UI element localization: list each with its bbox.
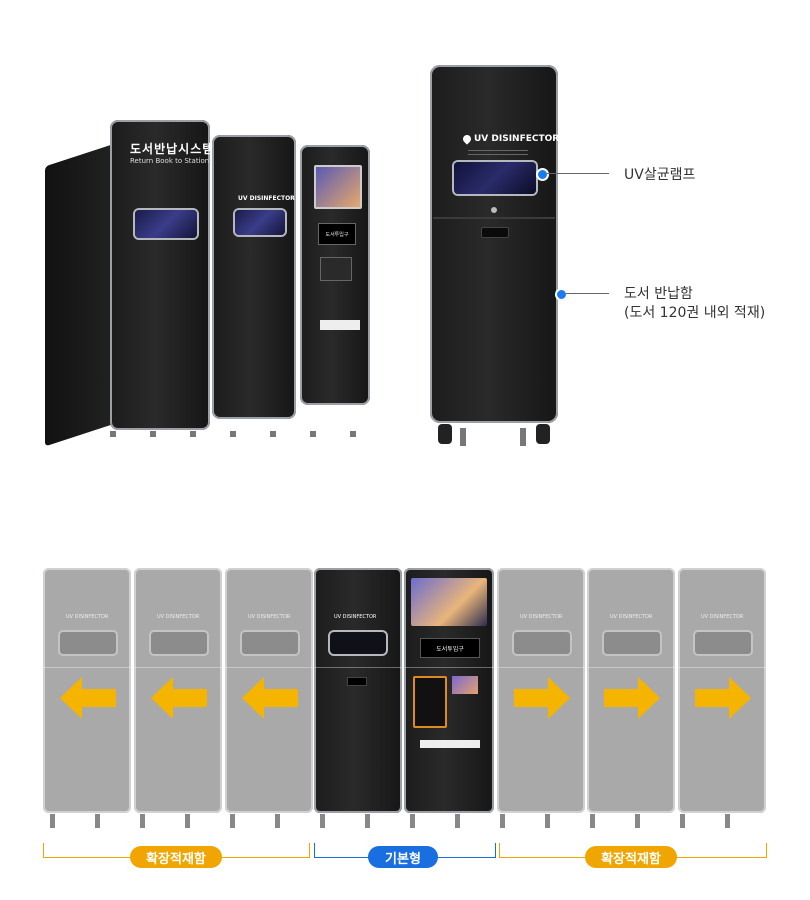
gray-window	[60, 632, 116, 654]
arrow-left-icon	[151, 677, 207, 719]
top-divider-line	[43, 667, 766, 668]
callout-line-return	[566, 293, 609, 294]
group-label-basic: 기본형	[368, 846, 438, 868]
unit-label: UV DISINFECTOR	[701, 614, 744, 620]
callout-dot-return	[555, 288, 568, 301]
kiosk-slot: 도서투입구	[420, 638, 480, 658]
return-station-sign: 도서반납시스템 Return Book to Station	[130, 142, 215, 165]
uv-window-1	[135, 210, 197, 238]
detail-handle	[481, 227, 509, 238]
unit-label: UV DISINFECTOR	[334, 614, 377, 620]
callout-label-capacity: (도서 120권 내외 적재)	[624, 305, 766, 321]
arrow-right-icon	[695, 677, 751, 719]
cabinet-front-1	[110, 120, 210, 430]
arrow-right-icon	[514, 677, 570, 719]
uv-window-2	[235, 210, 285, 235]
detail-brand-label: UV DISINFECTOR	[474, 134, 560, 144]
kiosk-touchscreen	[314, 165, 362, 209]
feet-row	[50, 814, 766, 828]
detail-cabinet	[430, 65, 558, 423]
group-label-extension-right: 확장적재함	[585, 846, 677, 868]
kiosk-card-panel	[413, 676, 447, 728]
dark-uv-window	[330, 632, 386, 654]
detail-feet	[432, 424, 558, 448]
unit-label: UV DISINFECTOR	[610, 614, 653, 620]
basic-uv-unit	[314, 568, 402, 813]
kiosk-lower-slot	[320, 320, 360, 330]
detail-top-panel-divider	[433, 217, 555, 219]
kiosk-screen	[411, 578, 487, 626]
product-photo-angled: 도서반납시스템 Return Book to Station UV DISINF…	[40, 115, 380, 455]
kiosk-card-reader	[320, 257, 352, 281]
gray-window	[604, 632, 660, 654]
unit-label: UV DISINFECTOR	[66, 614, 109, 620]
kiosk-mini-screen	[452, 676, 478, 694]
detail-uv-window	[454, 162, 536, 194]
detail-small-text	[468, 148, 528, 158]
unit-label: UV DISINFECTOR	[157, 614, 200, 620]
gray-window	[514, 632, 570, 654]
arrow-left-icon	[242, 677, 298, 719]
arrow-right-icon	[604, 677, 660, 719]
arrow-left-icon	[60, 677, 116, 719]
cabinet-side-panel	[45, 143, 115, 447]
unit-label: UV DISINFECTOR	[248, 614, 291, 620]
group-label-extension-left: 확장적재함	[130, 846, 222, 868]
cabinet-front-2	[212, 135, 296, 419]
detail-lock	[491, 207, 497, 213]
callout-label-uv-lamp: UV살균램프	[624, 167, 696, 183]
gray-window	[151, 632, 207, 654]
kiosk-book-slot: 도서투입구	[318, 223, 356, 245]
gray-window	[242, 632, 298, 654]
uv-unit-label-2: UV DISINFECTOR	[238, 195, 295, 202]
kiosk-bottom-slot	[420, 740, 480, 748]
feet	[110, 431, 370, 437]
callout-line-uv	[547, 173, 609, 174]
dark-unit-handle	[347, 677, 367, 686]
callout-dot-uv	[536, 168, 549, 181]
gray-window	[695, 632, 751, 654]
callout-label-return-box: 도서 반납함	[624, 286, 693, 302]
unit-label: UV DISINFECTOR	[520, 614, 563, 620]
